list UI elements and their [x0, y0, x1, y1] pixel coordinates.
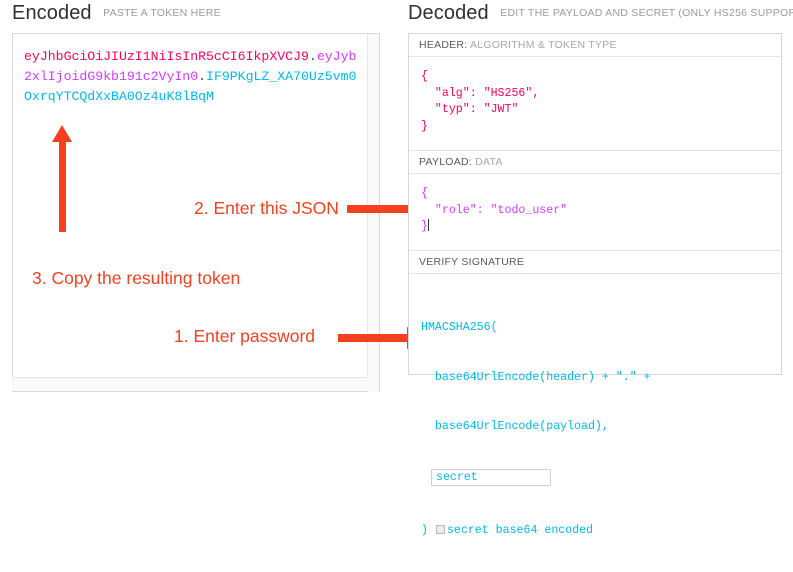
encoded-panel: Encoded PASTE A TOKEN HERE eyJhbGciOiJIU… — [0, 0, 397, 411]
decoded-title: Decoded — [408, 2, 489, 24]
decoded-signature-label-strong: VERIFY SIGNATURE — [419, 256, 525, 268]
encoded-horizontal-scrollbar[interactable] — [12, 377, 368, 391]
hmac-line-3: base64UrlEncode(payload), — [421, 420, 609, 433]
token-dot-1: . — [308, 49, 317, 64]
base64-checkbox-label[interactable]: secret base64 encoded — [446, 523, 594, 537]
token-signature-segment: IF9PKgLZ_XA70Uz5vm0OxrqYTCQdXxBA0Oz4uK8l… — [24, 69, 357, 104]
decoded-panel: Decoded EDIT THE PAYLOAD AND SECRET (ONL… — [397, 0, 793, 537]
decoded-payload-json-text: { "role": "todo_user" } — [421, 187, 568, 233]
decoded-signature-section: VERIFY SIGNATURE HMACSHA256( base64UrlEn… — [409, 251, 781, 537]
hmac-line-2: base64UrlEncode(header) + "." + — [421, 370, 651, 384]
decoded-sections: HEADER: ALGORITHM & TOKEN TYPE { "alg": … — [408, 33, 782, 537]
decoded-title-row: Decoded EDIT THE PAYLOAD AND SECRET (ONL… — [408, 2, 793, 25]
encoded-title: Encoded — [12, 2, 92, 24]
decoded-payload-section: PAYLOAD: DATA { "role": "todo_user" } — [409, 151, 781, 251]
decoded-payload-label: PAYLOAD: DATA — [409, 151, 781, 174]
base64-checkbox-row: ) secret base64 encoded — [421, 523, 771, 540]
decoded-header-label-strong: HEADER: — [419, 39, 468, 51]
decoded-subtitle: EDIT THE PAYLOAD AND SECRET (ONLY HS256 … — [500, 7, 793, 19]
decoded-header-section: HEADER: ALGORITHM & TOKEN TYPE { "alg": … — [409, 34, 781, 151]
decoded-signature-body: HMACSHA256( base64UrlEncode(header) + ".… — [409, 274, 781, 537]
decoded-payload-label-rest: DATA — [471, 156, 503, 168]
decoded-payload-json[interactable]: { "role": "todo_user" } — [409, 174, 781, 251]
base64-checkbox[interactable] — [435, 524, 445, 534]
decoded-header-label-rest: ALGORITHM & TOKEN TYPE — [467, 39, 617, 51]
decoded-payload-label-strong: PAYLOAD: — [419, 156, 472, 168]
decoded-header-label: HEADER: ALGORITHM & TOKEN TYPE — [409, 34, 781, 57]
token-dot-2: . — [198, 69, 207, 84]
jwt-debugger-page: Encoded PASTE A TOKEN HERE eyJhbGciOiJIU… — [0, 0, 793, 537]
secret-input[interactable] — [431, 468, 551, 486]
token-header-segment: eyJhbGciOiJIUzI1NiIsInR5cCI6IkpXVCJ9 — [24, 49, 309, 64]
secret-input-row — [421, 468, 771, 487]
text-cursor — [427, 219, 429, 231]
annotation-step-1: 1. Enter password — [174, 326, 316, 346]
annotation-step-2: 2. Enter this JSON — [194, 198, 339, 218]
encoded-vertical-scrollbar[interactable] — [367, 34, 379, 392]
hmac-line-1: HMACSHA256( — [421, 321, 498, 334]
decoded-header-json: { "alg": "HS256", "typ": "JWT" } — [409, 57, 781, 151]
encoded-token-text[interactable]: eyJhbGciOiJIUzI1NiIsInR5cCI6IkpXVCJ9.eyJ… — [24, 47, 362, 107]
encoded-token-textarea[interactable]: eyJhbGciOiJIUzI1NiIsInR5cCI6IkpXVCJ9.eyJ… — [12, 33, 380, 392]
annotation-step-3: 3. Copy the resulting token — [32, 268, 241, 288]
decoded-signature-label: VERIFY SIGNATURE — [409, 251, 781, 274]
close-paren: ) — [421, 523, 428, 537]
encoded-subtitle: PASTE A TOKEN HERE — [103, 7, 221, 19]
token-payload-segment: eyJyb2xlIjoidG9kb191c2VyIn0 — [24, 49, 357, 84]
annotation-arrow-3-up — [52, 125, 72, 232]
encoded-title-row: Encoded PASTE A TOKEN HERE — [12, 2, 221, 25]
